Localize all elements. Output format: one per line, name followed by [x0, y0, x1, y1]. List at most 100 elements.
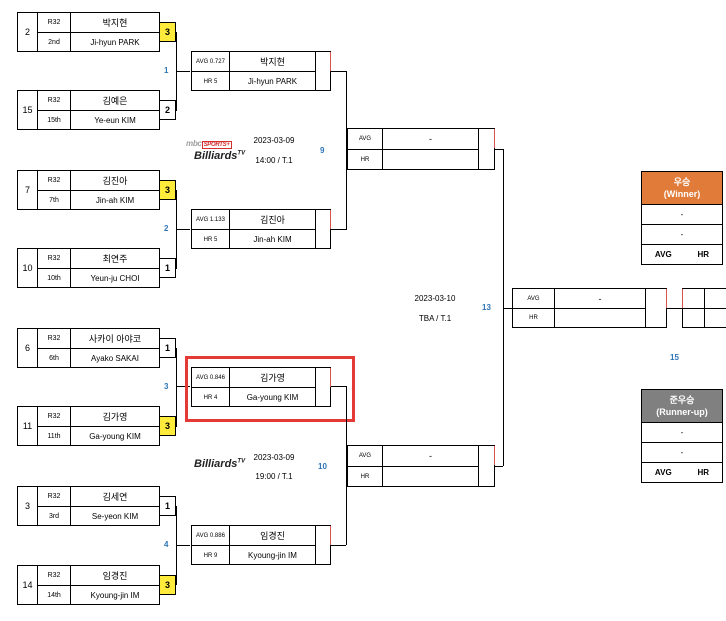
winner-name-en: - [642, 225, 722, 245]
round-label: R32 [38, 249, 71, 269]
player-name-en: Jin-ah KIM [253, 235, 292, 244]
schedule-time: 19:00 / T.1 [255, 472, 293, 481]
hr-label: HR [513, 309, 555, 327]
bracket-line [331, 229, 346, 230]
player-name-en: Ga-young KIM [89, 432, 141, 441]
score-marker [682, 289, 683, 308]
player-name-en: Ga-young KIM [246, 393, 299, 402]
player-name-en: Ye-eun KIM [94, 116, 136, 125]
player-name: - [383, 129, 478, 150]
runner-avg: AVG [654, 468, 672, 477]
player-name-en: Yeun-ju CHOI [90, 274, 140, 283]
round-label: R32 [38, 171, 71, 191]
score-slot [478, 129, 494, 169]
score-marker [330, 52, 331, 71]
schedule-date: 2023-03-09 [253, 453, 295, 462]
avg-label: AVG [348, 129, 383, 150]
player-name-kr: 김진아 [71, 171, 159, 191]
bracket-line [176, 348, 177, 427]
score-box: 1 [159, 338, 176, 358]
rank-label: 2nd [38, 33, 71, 52]
hr-label: HR 5 [192, 72, 230, 91]
player-card[interactable]: R32 15th 김예은 Ye-eun KIM [37, 90, 160, 130]
player-card[interactable]: R32 14th 임경진 Kyoung-jin IM [37, 565, 160, 605]
avg-label: AVG [513, 289, 555, 309]
rank-label: 10th [38, 269, 71, 288]
sf-card-right[interactable] [682, 288, 726, 328]
runner-title: 준우승 [669, 395, 695, 405]
winner-header: 우승 (Winner) [642, 172, 722, 205]
player-name-kr: 김가영 [71, 407, 159, 427]
player-card[interactable]: R32 6th 사카이 아야코 Ayako SAKAI [37, 328, 160, 368]
seed-number: 11 [17, 406, 38, 446]
score-slot [645, 289, 666, 327]
avg-label: AVG 1.133 [192, 210, 230, 230]
rank-label: 15th [38, 111, 71, 130]
match-number-13: 13 [482, 303, 491, 312]
player-name: - [383, 446, 478, 467]
round-label: R32 [38, 329, 71, 349]
qf-card-top[interactable]: AVG HR - [347, 128, 495, 170]
player-card[interactable]: R32 2nd 박지현 Ji-hyun PARK [37, 12, 160, 52]
avg-label: AVG [348, 446, 383, 467]
r16-card-gayoung[interactable]: AVG 0.846 HR 4 김가영 Ga-young KIM [191, 367, 331, 407]
round-label: R32 [38, 407, 71, 427]
bracket-line [176, 229, 190, 230]
qf-card-bottom[interactable]: AVG HR - [347, 445, 495, 487]
seed-number: 6 [17, 328, 38, 368]
score-slot [683, 289, 705, 327]
rank-label: 14th [38, 586, 71, 605]
runner-up-box: 준우승 (Runner-up) - - AVG HR [641, 389, 723, 483]
bracket-line [495, 149, 503, 150]
runner-name-kr: - [642, 423, 722, 443]
player-name-en: Jin-ah KIM [95, 196, 135, 205]
seed-number: 2 [17, 12, 38, 52]
player-name: - [555, 289, 645, 309]
player-card[interactable]: R32 7th 김진아 Jin-ah KIM [37, 170, 160, 210]
player-name-kr: 최연주 [71, 249, 159, 269]
score-slot [315, 368, 330, 406]
score-marker [330, 368, 331, 387]
r16-card-jinah[interactable]: AVG 1.133 HR 5 김진아 Jin-ah KIM [191, 209, 331, 249]
score-box: 3 [159, 575, 176, 595]
player-name-en: Kyoung-jin IM [248, 551, 297, 560]
match-number-4: 4 [164, 540, 169, 549]
seed-number: 3 [17, 486, 38, 526]
player-name-en: Ji-hyun PARK [247, 77, 298, 86]
bracket-line [176, 386, 190, 387]
avg-label: AVG 0.846 [192, 368, 230, 388]
score-box: 3 [159, 416, 176, 436]
bracket-line [331, 386, 346, 387]
score-slot [478, 446, 494, 486]
r16-card-park[interactable]: AVG 0.727 HR 5 박지현 Ji-hyun PARK [191, 51, 331, 91]
rank-label: 3rd [38, 507, 71, 526]
r16-card-kyoungjin[interactable]: AVG 0.886 HR 9 임경진 Kyoung-jin IM [191, 525, 331, 565]
player-card[interactable]: R32 10th 최연주 Yeun-ju CHOI [37, 248, 160, 288]
score-marker [494, 129, 495, 148]
bracket-line [176, 545, 190, 546]
match-number-3: 3 [164, 382, 169, 391]
score-slot [315, 210, 330, 248]
sf-card[interactable]: AVG HR - [512, 288, 667, 328]
winner-hr: HR [697, 250, 710, 259]
bracket-line [346, 71, 347, 230]
bracket-line [495, 466, 503, 467]
schedule-date: 2023-03-09 [253, 136, 295, 145]
runner-stats: AVG HR [642, 463, 722, 482]
rank-label: 11th [38, 427, 71, 446]
bracket-line [176, 71, 190, 72]
player-card[interactable]: R32 3rd 김세연 Se-yeon KIM [37, 486, 160, 526]
seed-number: 14 [17, 565, 38, 605]
score-box: 3 [159, 180, 176, 200]
player-name-kr: 임경진 [230, 526, 315, 546]
seed-number: 7 [17, 170, 38, 210]
winner-stats: AVG HR [642, 245, 722, 264]
runner-hr: HR [697, 468, 710, 477]
score-marker [330, 526, 331, 545]
billiards-tv-logo: BilliardsTV [194, 458, 246, 470]
score-marker [330, 210, 331, 229]
player-name-en: Ayako SAKAI [91, 354, 139, 363]
player-card[interactable]: R32 11th 김가영 Ga-young KIM [37, 406, 160, 446]
score-slot [315, 52, 330, 90]
match-number-2: 2 [164, 224, 169, 233]
